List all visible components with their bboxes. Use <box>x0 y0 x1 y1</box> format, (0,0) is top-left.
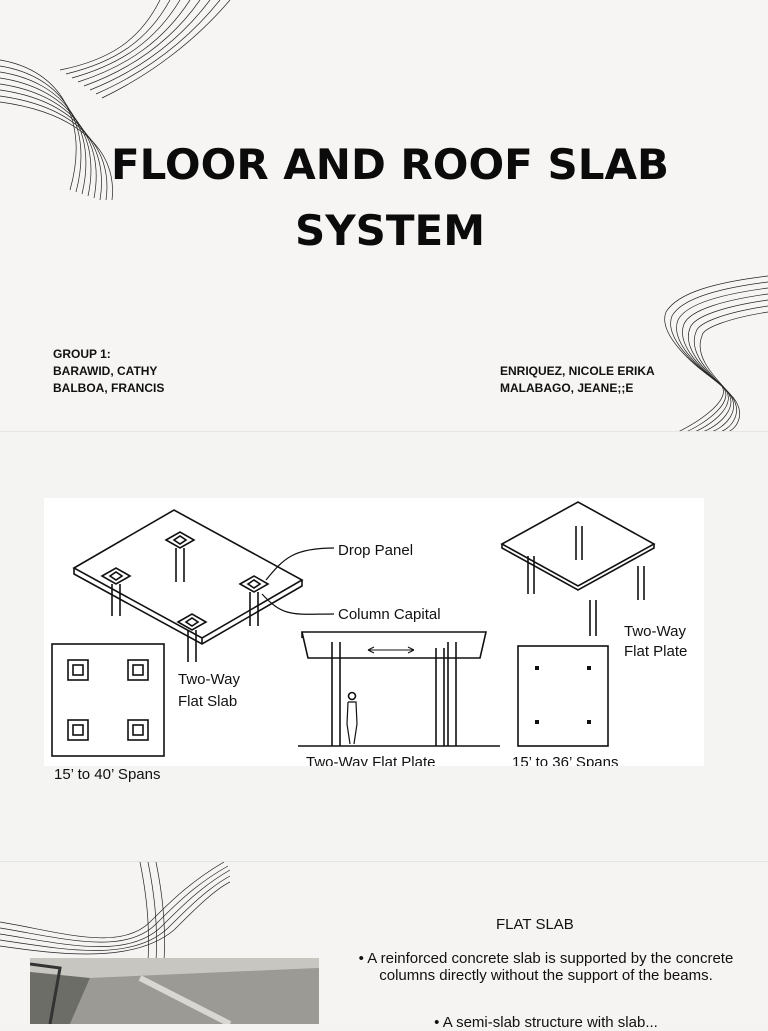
slab-diagram-drawing: Drop Panel Column Capital Two-Way Flat S… <box>51 501 687 771</box>
flat-plate-plan <box>517 645 609 747</box>
flat-slab-label-line1: Two-Way <box>178 671 240 688</box>
flat-slab-bullet-2: • A semi-slab structure with slab... <box>434 1014 658 1031</box>
title-line-2: SYSTEM <box>294 206 486 255</box>
member-name: BARAWID, CATHY <box>53 364 158 378</box>
title-line-1: FLOOR AND ROOF SLAB <box>110 140 670 189</box>
drop-panel-column <box>100 567 132 616</box>
page-title: FLOOR AND ROOF SLAB SYSTEM <box>60 132 720 264</box>
flat-plate-caption: Two-Way Flat Plate <box>306 754 435 766</box>
span-right-label: 15’ to 36’ Spans <box>512 754 618 766</box>
member-name: BALBOA, FRANCIS <box>53 381 165 395</box>
drop-panel-label: Drop Panel <box>338 542 413 559</box>
group-label: GROUP 1: <box>53 347 111 361</box>
flat-plate-section <box>298 631 500 747</box>
group-members-right: ENRIQUEZ, NICOLE ERIKA MALABAGO, JEANE;;… <box>500 363 655 397</box>
span-left-label: 15’ to 40’ Spans <box>54 766 161 783</box>
flat-slab-plate <box>72 509 304 639</box>
column-capital-label: Column Capital <box>338 606 441 623</box>
flat-slab-photo <box>30 958 319 1024</box>
group-members-left: GROUP 1: BARAWID, CATHY BALBOA, FRANCIS <box>53 346 164 397</box>
member-name: ENRIQUEZ, NICOLE ERIKA <box>500 364 655 378</box>
flat-slab-heading: FLAT SLAB <box>496 916 574 933</box>
wave-decoration-top-left <box>0 0 231 200</box>
flat-slab-bullet-1: • A reinforced concrete slab is supporte… <box>358 950 734 984</box>
slab-diagram: Drop Panel Column Capital Two-Way Flat S… <box>44 498 704 771</box>
flat-plate-plate <box>500 501 656 587</box>
wave-decoration-bottom-left <box>0 862 230 962</box>
flat-slab-label-line2: Flat Slab <box>178 693 237 710</box>
member-name: MALABAGO, JEANE;;E <box>500 381 634 395</box>
wave-decoration-right <box>664 275 768 432</box>
drop-panel-column <box>176 613 208 662</box>
flat-plate-label-line1: Two-Way <box>624 623 686 640</box>
flat-plate-label-line2: Flat Plate <box>624 643 687 660</box>
flat-slab-plan <box>51 643 165 757</box>
title-slide: FLOOR AND ROOF SLAB SYSTEM GROUP 1: BARA… <box>0 0 768 432</box>
drop-panel-column <box>164 531 196 582</box>
drop-panel-column <box>238 575 270 626</box>
